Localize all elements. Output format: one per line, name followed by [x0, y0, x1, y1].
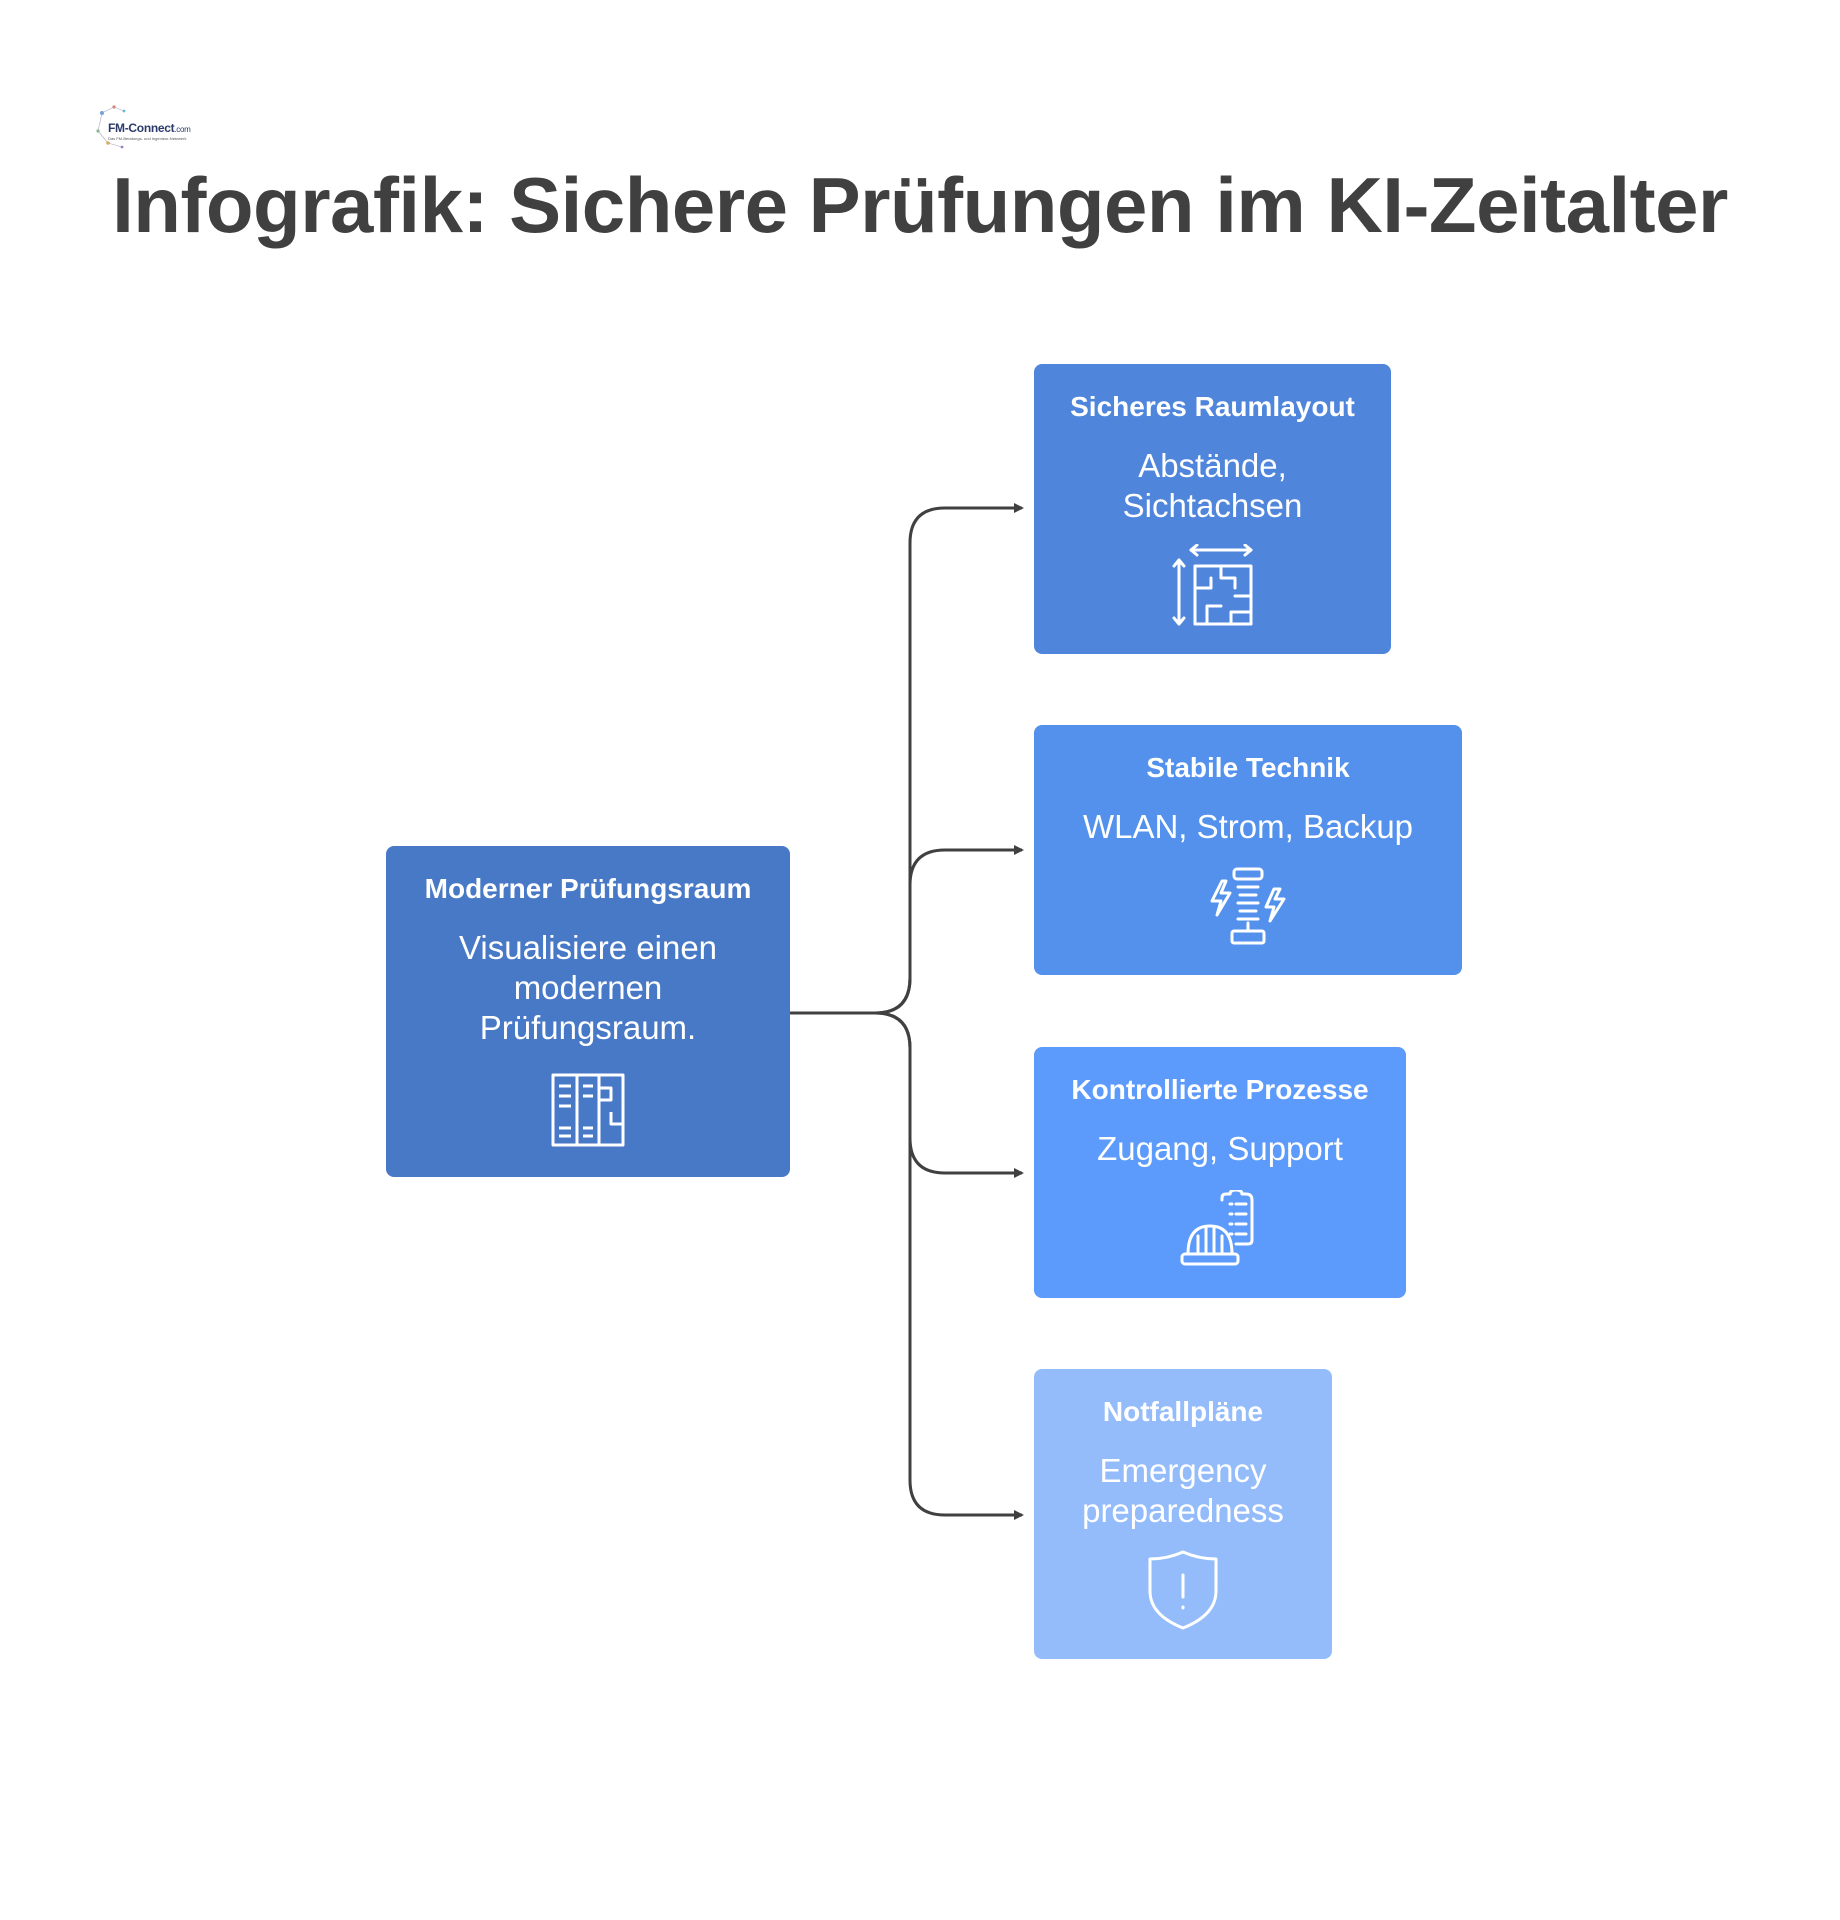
building-plan-icon [550, 1072, 626, 1148]
branch-box-notfall: Notfallpläne Emergency preparedness [1034, 1369, 1332, 1659]
branch-box-prozesse: Kontrollierte Prozesse Zugang, Support [1034, 1047, 1406, 1298]
connector-to-prozesse [874, 1011, 1024, 1178]
logo-network-icon [96, 105, 126, 149]
page-title: Infografik: Sichere Prüfungen im KI-Zeit… [112, 161, 1728, 249]
root-heading: Moderner Prüfungsraum [424, 873, 752, 904]
branch-box-technik: Stabile Technik WLAN, Strom, Backup [1034, 725, 1462, 975]
branch-description: Abstände, Sichtachsen [1122, 447, 1303, 524]
branch-description: Zugang, Support [1097, 1130, 1343, 1167]
shield-alert-icon [1145, 1549, 1221, 1631]
branch-box-layout: Sicheres Raumlayout Abstände, Sichtachse… [1034, 364, 1391, 654]
branch-description: WLAN, Strom, Backup [1082, 808, 1414, 845]
logo-wordmark: FM-Connect.com [108, 121, 191, 135]
connector-to-technik [874, 845, 1024, 1015]
power-server-icon [1208, 867, 1288, 947]
branch-heading: Sicheres Raumlayout [1070, 391, 1355, 422]
branch-heading: Kontrollierte Prozesse [1071, 1074, 1369, 1105]
connector-to-notfall [874, 1011, 1024, 1520]
connector-to-layout [874, 503, 1024, 1015]
branch-heading: Notfallpläne [1102, 1396, 1264, 1427]
logo-tagline: Das FM-Beratungs- und Ingenieur-Netzwerk [108, 136, 187, 141]
helmet-clipboard-icon [1178, 1190, 1262, 1270]
logo: FM-Connect.com Das FM-Beratungs- und Ing… [94, 103, 191, 153]
floor-plan-dimensions-icon [1171, 544, 1255, 628]
root-box: Moderner Prüfungsraum Visualisiere einen… [386, 846, 790, 1177]
branch-description: Emergency preparedness [1082, 1452, 1284, 1529]
root-description: Visualisiere einen modernen Prüfungsraum… [458, 929, 718, 1046]
branch-heading: Stabile Technik [1146, 752, 1350, 783]
